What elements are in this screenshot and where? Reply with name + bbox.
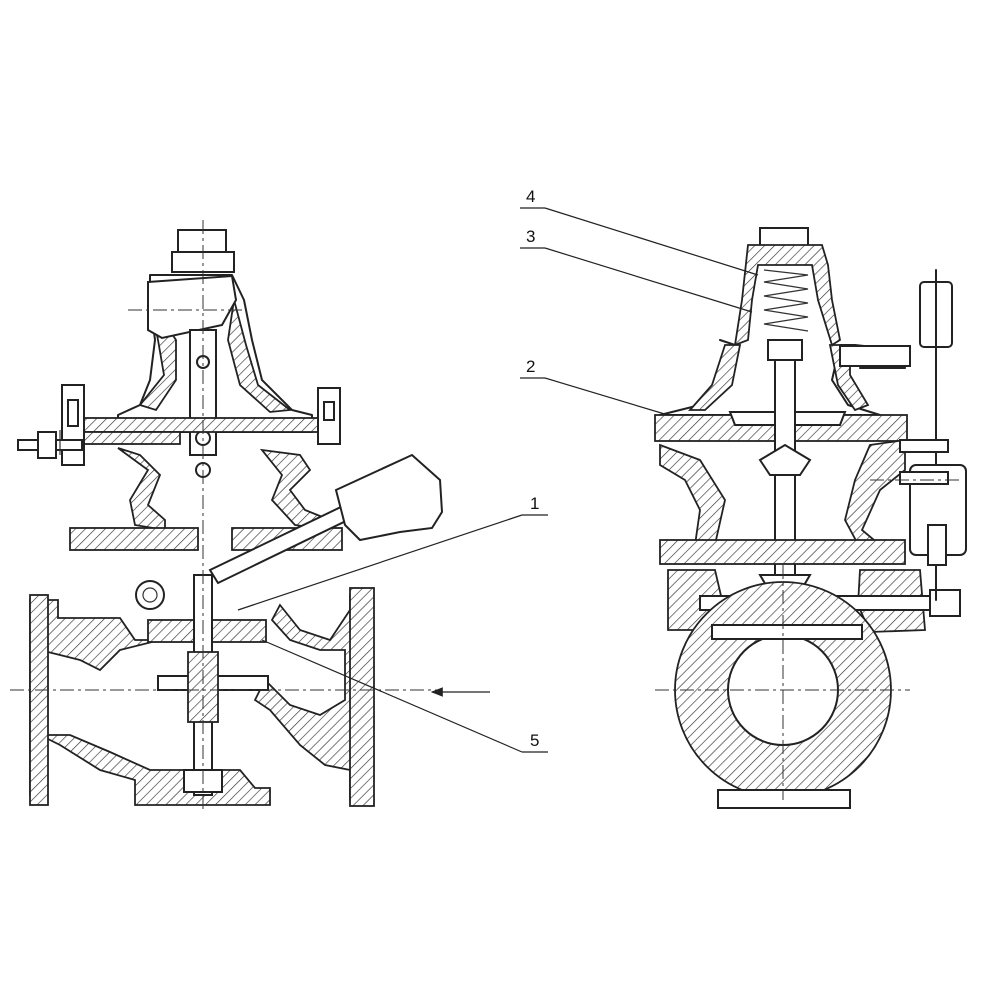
right-side-view [654,227,967,809]
bonnet-wall-right [227,299,293,413]
callout-5: 5 [261,639,548,753]
inlet-end-flange [29,594,49,806]
linkage-link-lower [899,471,949,485]
callout-3-label: 3 [526,227,535,246]
callout-1: 1 [237,494,548,611]
diaphragm-flange [69,417,341,433]
diaphragm-cone [758,443,812,476]
shaft-end-nut [929,589,961,617]
callout-2-leader [544,377,669,416]
pipe-base [717,789,851,809]
lower-chamber-right [844,438,906,549]
lever-pivot-inner [142,587,158,603]
linkage-link-vertical [927,524,947,566]
lever-counterweight [334,453,444,542]
upper-weight [147,274,238,340]
callout-5-leader [261,639,523,753]
callout-1-leader [237,514,523,611]
pilot-spring [763,269,809,332]
lower-flange-left [69,527,199,551]
callout-3: 3 [520,227,753,313]
callout-3-leader [544,247,753,313]
body-bottom-wall [39,734,271,806]
dome-wall-left [688,344,742,411]
lower-chamber-left [659,443,726,547]
callout-2: 2 [520,357,669,416]
callout-2-label: 2 [526,357,535,376]
body-outlet-wall [253,594,363,801]
right-bracket-slot [323,401,335,421]
pipe-top-flange [711,624,863,640]
adjust-nut [37,431,57,459]
callout-1-label: 1 [530,494,539,513]
linkage-link-upper [899,439,949,453]
callout-5-label: 5 [530,731,539,750]
top-nut [177,229,227,255]
callout-4-leader [544,207,759,276]
left-sectional-view [10,220,490,810]
spring-housing-wall [733,244,842,347]
stem-guide [187,651,219,723]
callout-4: 4 [520,187,759,276]
pilot-tube [839,345,911,367]
middle-flange-right [659,539,906,565]
flange-lower-left [69,431,181,445]
outlet-end-flange [349,587,375,807]
spring-seat [767,339,803,361]
mid-body-left-wall [117,447,166,532]
lever-pivot [135,580,165,610]
callout-4-label: 4 [526,187,535,206]
bracket-slot [67,399,79,427]
